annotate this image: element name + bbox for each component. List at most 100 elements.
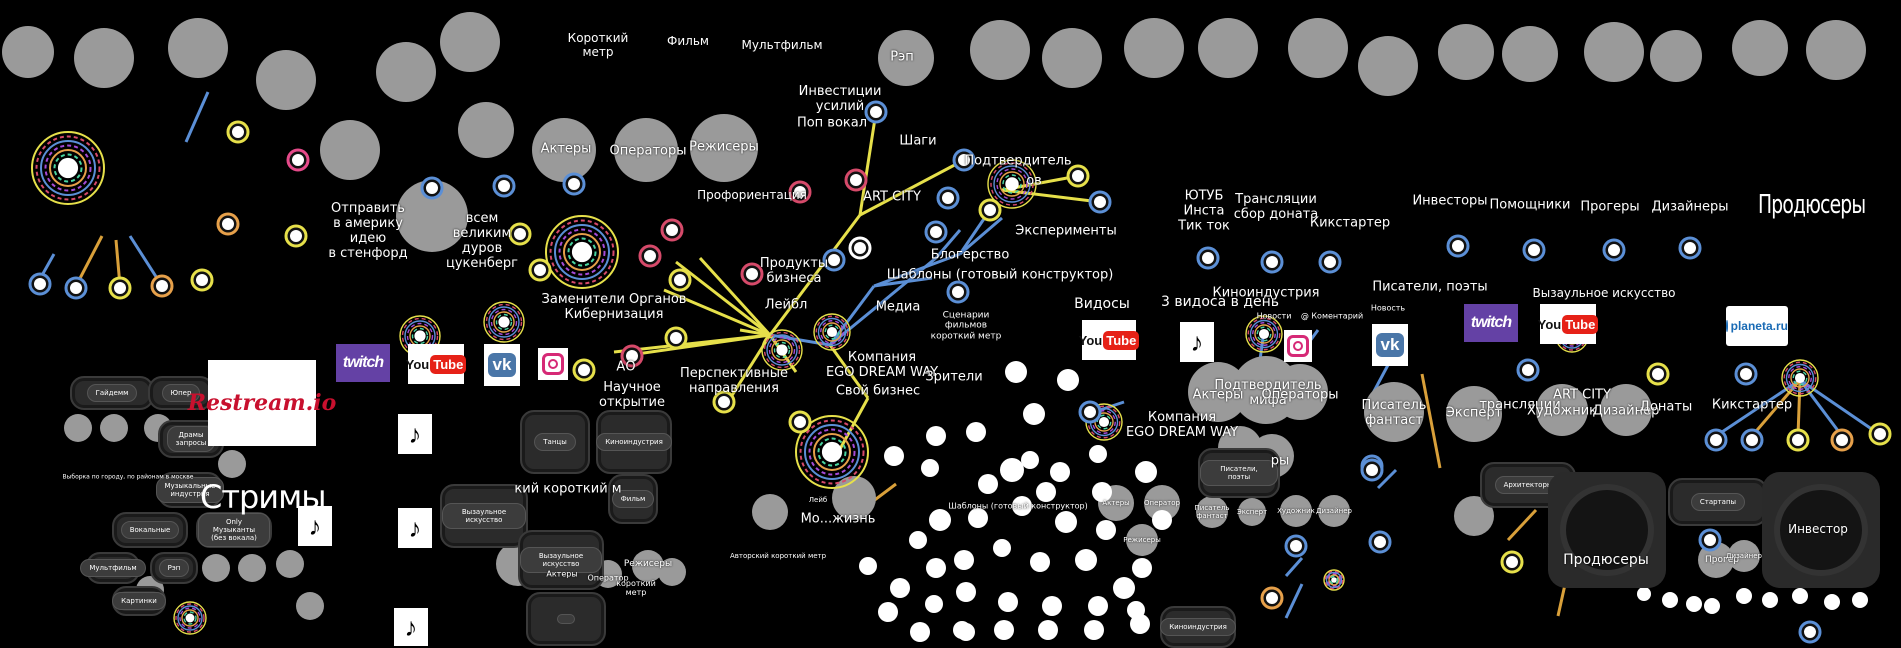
pill-dances[interactable]: Танцы xyxy=(520,410,590,474)
edge-line xyxy=(934,229,962,259)
gray-bubble xyxy=(1454,496,1494,536)
tiktok-logo-5[interactable]: ♪ xyxy=(1180,322,1214,362)
pill-startups[interactable]: Стартапы xyxy=(1668,478,1768,526)
pill-label: Вызаульное искусство xyxy=(442,503,526,529)
ring-bottom-ring xyxy=(175,603,205,633)
node-core xyxy=(568,178,580,190)
ring-company-core xyxy=(826,326,838,338)
white-dot xyxy=(1824,594,1840,610)
node-core xyxy=(1684,242,1696,254)
ring-yt-core xyxy=(498,316,510,328)
edge-line xyxy=(858,111,878,216)
label-short-meter-inline: кий короткий м xyxy=(514,481,622,497)
ring-bottom-ring xyxy=(183,611,197,625)
ring-company-ring xyxy=(817,317,847,347)
edge-line xyxy=(1799,378,1877,434)
pill-rap[interactable]: Рэп xyxy=(150,552,198,584)
label-videos: Видосы xyxy=(1074,295,1130,312)
ring-bottom-ring xyxy=(181,609,199,627)
ring-bottom-ring xyxy=(179,607,201,629)
white-dot xyxy=(1023,403,1045,425)
node-core xyxy=(718,396,730,408)
pill-film-industry[interactable]: Киноиндустрия xyxy=(596,410,672,474)
pill-empty[interactable] xyxy=(526,592,606,646)
label-operators2: Операторы xyxy=(1261,387,1339,403)
vk-logo-2[interactable]: vk xyxy=(1372,324,1408,366)
ring-left-core xyxy=(57,157,79,179)
label-donations: Донаты xyxy=(1639,399,1693,415)
instagram-logo-2[interactable] xyxy=(1284,330,1312,362)
tiktok-logo-2[interactable]: ♪ xyxy=(398,508,432,548)
ring-label-ring xyxy=(766,334,798,366)
planeta-logo[interactable]: planeta.ru xyxy=(1726,306,1788,346)
pill-film-industry-2[interactable]: Киноиндустрия xyxy=(1160,606,1236,648)
label-lejb-small: Лейб xyxy=(808,495,828,504)
ring-yt-ring xyxy=(485,303,523,341)
pill-artists[interactable]: Картинки xyxy=(112,586,166,616)
ring-confirmer-ring xyxy=(987,159,1037,209)
gray-bubble xyxy=(1364,382,1424,442)
node-core xyxy=(1710,434,1722,446)
label-designers: Дизайнеры xyxy=(1651,199,1729,215)
tiktok-logo-4[interactable]: ♪ xyxy=(394,608,428,646)
ring-kino-ring xyxy=(1245,315,1283,353)
label-rej-small: Режисеры xyxy=(623,558,673,569)
label-investor: Инвестор xyxy=(1788,522,1848,537)
pill-film[interactable]: Фильм xyxy=(608,474,658,524)
instagram-logo[interactable] xyxy=(538,348,568,380)
twitch-logo[interactable]: twitch xyxy=(336,344,390,382)
pill-vocal[interactable]: Вокальные xyxy=(112,512,188,548)
pill-visual-art[interactable]: Вызаульное искусство xyxy=(440,484,528,548)
label-donations-stream: Трансляции сбор доната xyxy=(1233,192,1319,222)
label-visual-art: Вызаульное искусство xyxy=(1532,286,1676,301)
gray-bubble xyxy=(1536,384,1588,436)
white-dot xyxy=(1096,520,1116,540)
pill-gaydamy[interactable]: Гайдемм xyxy=(70,376,154,410)
label-send-america: Отправить в америку идею в стенфорд xyxy=(328,201,408,261)
node-core xyxy=(222,218,234,230)
white-dot xyxy=(1055,511,1077,533)
pill-architects[interactable]: Архитекторы xyxy=(1480,462,1576,508)
white-dot xyxy=(884,446,904,466)
white-dot xyxy=(890,578,910,598)
pill-visual-art-2[interactable]: Вызаульное искусство xyxy=(518,530,604,590)
gray-bubble xyxy=(614,118,678,182)
node-core xyxy=(1374,536,1386,548)
node-core xyxy=(290,230,302,242)
small-nodes-layer[interactable] xyxy=(28,100,1892,644)
ring-bottom-ring xyxy=(177,605,203,631)
ring-replace-ring xyxy=(567,237,597,267)
ring-kick-ring xyxy=(1792,370,1808,386)
edge-line xyxy=(1506,508,1538,542)
pill-cartoons[interactable]: Мультфильм xyxy=(80,552,146,584)
node-core xyxy=(1094,196,1106,208)
twitch-logo-2[interactable]: twitch xyxy=(1464,304,1518,342)
label-comment: @ Коментарий xyxy=(1300,311,1364,321)
vk-logo[interactable]: vk xyxy=(484,344,520,386)
ring-label-ring xyxy=(761,329,803,371)
tiktok-logo-1[interactable]: ♪ xyxy=(398,414,432,454)
pill-musical[interactable]: Музыкальные индустрия xyxy=(155,472,225,508)
pill-only-musicians[interactable]: Only Музыканты (без вокала) xyxy=(196,512,272,548)
pill-writers-poets[interactable]: Писатели, поэты xyxy=(1198,448,1280,498)
youtube-you: You xyxy=(1537,316,1562,332)
ring-company-ring xyxy=(824,324,840,340)
ring-label-ring xyxy=(771,339,793,361)
white-dot xyxy=(957,623,975,641)
gray-bubble xyxy=(1438,24,1494,80)
gray-bubble xyxy=(878,30,934,86)
tiktok-logo-3[interactable]: ♪ xyxy=(298,506,332,546)
restream-logo[interactable]: Restream.io xyxy=(188,360,336,446)
gray-bubble xyxy=(396,180,468,252)
white-dot xyxy=(966,422,986,442)
gray-bubble xyxy=(320,120,380,180)
label-all-fools: всем великим дуров цукенберг xyxy=(446,211,518,271)
ring-replace-ring xyxy=(554,224,610,280)
label-scientific: Научное открытие xyxy=(599,380,665,410)
ring-confirmer-ring xyxy=(999,171,1025,197)
ring-confirmer-ring xyxy=(993,165,1031,203)
